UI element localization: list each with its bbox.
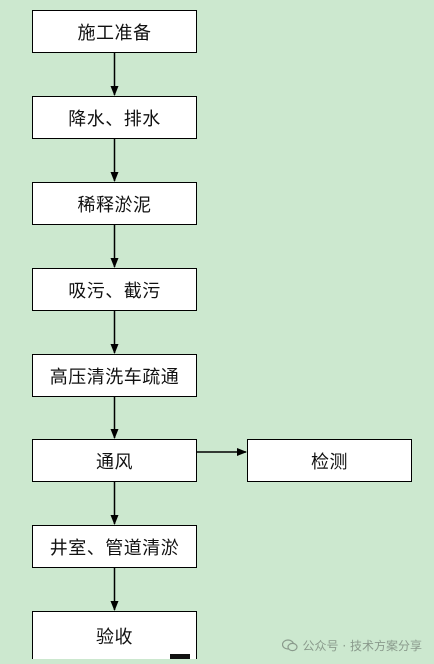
wechat-icon (281, 639, 298, 652)
flow-step-dilute-sludge: 稀释淤泥 (32, 182, 197, 225)
watermark-text: 公众号 · 技术方案分享 (302, 639, 422, 653)
flow-step-high-pressure-jetting: 高压清洗车疏通 (32, 354, 197, 397)
flow-step-acceptance: 验收 (32, 611, 197, 659)
flow-step-ventilation: 通风 (32, 439, 197, 482)
flow-step-suction-interception: 吸污、截污 (32, 268, 197, 311)
flow-step-dewatering-drainage: 降水、排水 (32, 96, 197, 139)
watermark: 公众号 · 技术方案分享 (281, 637, 422, 654)
flow-step-well-pipe-dredging: 井室、管道清淤 (32, 525, 197, 568)
flow-branch-inspection: 检测 (247, 439, 412, 482)
flow-step-construction-prep: 施工准备 (32, 10, 197, 53)
scrollbar-mark (170, 654, 190, 659)
